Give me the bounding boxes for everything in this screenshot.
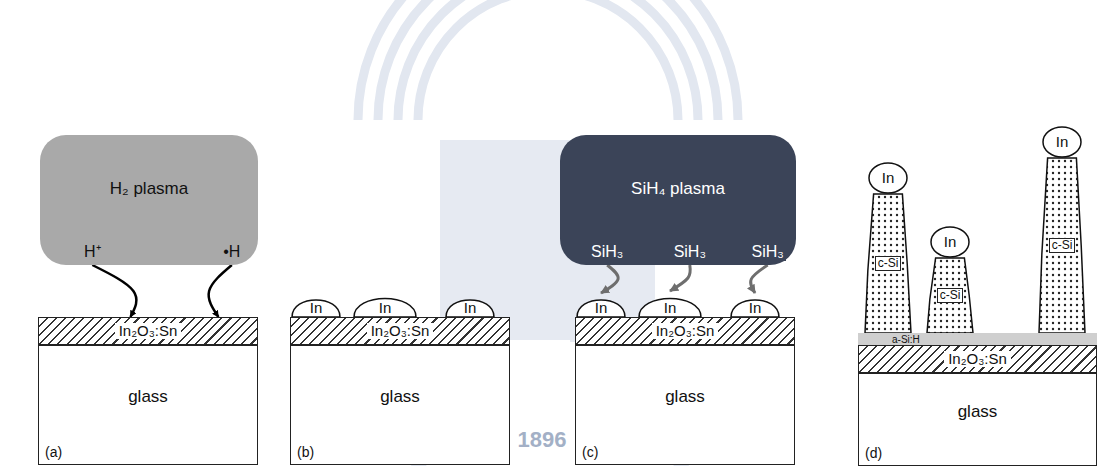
indium-cap-label: In [944,233,957,250]
watermark-arcs [358,0,738,120]
panel-letter: (d) [865,445,882,461]
asi-layer-label: a-Si:H [892,335,920,345]
silicon-column-label: c-Si [937,288,964,304]
cap-shape [931,227,969,257]
indium-droplet-label: In [664,299,677,316]
column-shape [1039,158,1085,333]
arrow-connector [601,265,618,293]
indium-cap: In [930,226,970,258]
indium-droplet-label: In [749,299,762,316]
silicon-column: c-Si [1038,158,1086,333]
panel-letter: (a) [45,444,62,460]
silicon-column: c-Si [864,194,912,333]
silicon-column: c-Si [926,258,974,333]
ito-layer: In₂O₃:Sn [575,317,795,345]
ito-layer-label: In₂O₃:Sn [944,351,1011,367]
indium-droplet-label: In [310,299,323,316]
indium-cap-label: In [1056,133,1069,150]
arrow-connector [751,265,768,293]
panel-letter: (b) [297,444,314,460]
substrate-label: glass [958,402,998,422]
watermark-text: 1896 [518,427,567,453]
plasma-region-label: SiH₄ plasma [631,179,725,199]
indium-cap-label: In [882,169,895,186]
ito-layer-label: In₂O₃:Sn [367,323,434,339]
indium-droplet: In [291,293,341,317]
ito-layer: In₂O₃:Sn [38,317,258,345]
substrate-label: glass [665,387,705,407]
glass-substrate: glass (a) [38,345,258,465]
ito-layer-label: In₂O₃:Sn [115,323,182,339]
silicon-column-label: c-Si [875,256,902,272]
species-label: SiH₃ [750,243,786,261]
ito-layer-label: In₂O₃:Sn [652,323,719,339]
indium-droplet-label: In [464,299,477,316]
indium-droplet: In [576,293,626,317]
indium-droplet: In [730,293,780,317]
ito-layer: In₂O₃:Sn [290,317,510,345]
arrow-connector [209,265,232,317]
plasma-region-label: H₂ plasma [110,179,188,199]
glass-substrate: glass (b) [290,345,510,465]
cap-shape [869,163,907,193]
species-label: •H [221,243,242,261]
column-shape [865,194,911,333]
indium-cap: In [1042,126,1082,158]
droplet-shape [354,298,416,317]
cap-shape [1043,127,1081,157]
species-label: H⁺ [82,243,103,261]
glass-substrate: glass (d) [858,373,1097,466]
species-label: SiH₃ [672,243,708,261]
indium-droplet: In [638,291,702,317]
indium-droplet-label: In [379,299,392,316]
silicon-column-label: c-Si [1049,238,1076,254]
substrate-label: glass [380,387,420,407]
ito-layer: In₂O₃:Sn [858,345,1097,373]
species-label: SiH₃ [589,243,625,261]
arrow-connector [670,265,690,291]
indium-droplet: In [445,293,495,317]
indium-droplet-label: In [595,299,608,316]
indium-cap: In [868,162,908,194]
arrow-connector [92,265,136,317]
substrate-label: glass [128,387,168,407]
droplet-shape [639,298,701,317]
panel-letter: (c) [582,444,598,460]
column-shape [927,258,973,333]
indium-droplet: In [353,291,417,317]
glass-substrate: glass (c) [575,345,795,465]
